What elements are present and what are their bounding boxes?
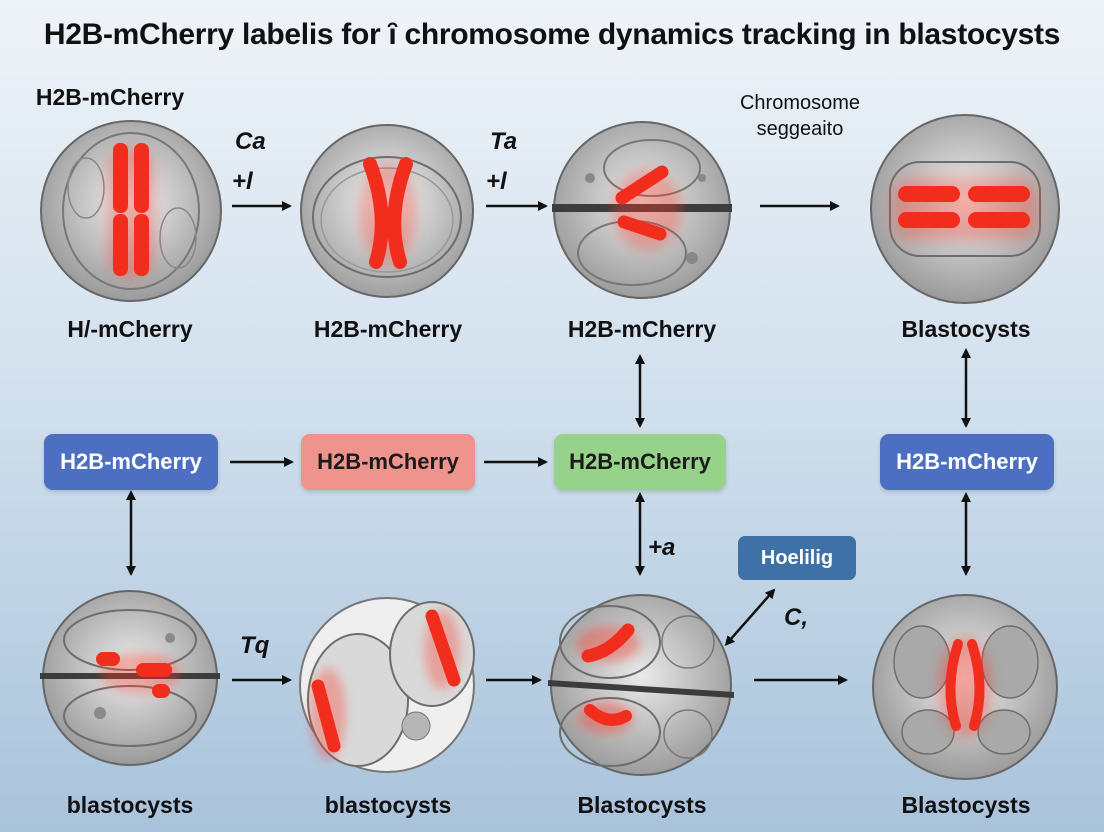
chromosome-note: Chromosome seggeaito — [700, 90, 900, 142]
arrow-tag-ta-sub: +l — [486, 168, 507, 195]
embryo-image-r1c1 — [40, 120, 222, 302]
chromosome-note-line-1: Chromosome — [739, 92, 861, 114]
row1-label-2: H2B-mCherry — [313, 316, 463, 342]
arrow-tag-ta: Ta — [490, 128, 518, 155]
embryo-image-r3c2 — [299, 597, 475, 773]
arrow-tag-ca: Ca — [235, 128, 266, 155]
row1-label-4: Blastocysts — [901, 316, 1031, 342]
row3-label-4: Blastocysts — [901, 792, 1031, 818]
row3-label-1: blastocysts — [66, 792, 194, 818]
embryo-image-r1c3 — [552, 121, 732, 299]
row1-label-3: H2B-mCherry — [567, 316, 717, 342]
embryo-image-r3c4 — [872, 594, 1058, 780]
arrow-tag-tq: Tq — [240, 632, 270, 659]
embryo-image-r1c4 — [870, 114, 1060, 304]
arrow-tag-plus-a: +a — [648, 534, 676, 561]
diagram-title: H2B-mCherry labelis for ȋ chromosome dyn… — [43, 18, 1061, 51]
chromosome-note-line-2: seggeaito — [756, 118, 844, 140]
box-h2b-red: H2B-mCherry — [301, 434, 475, 490]
embryo-image-r1c2 — [300, 124, 474, 298]
embryo-image-r3c1 — [40, 590, 220, 766]
box-h2b-blue-left: H2B-mCherry — [44, 434, 218, 490]
hoelilig-box: Hoelilig — [738, 536, 856, 580]
embryo-image-r3c3 — [548, 594, 734, 776]
row1-label-1: H/-mCherry — [67, 316, 193, 342]
row3-label-2: blastocysts — [324, 792, 452, 818]
box-h2b-green: H2B-mCherry — [554, 434, 726, 490]
arrow-tag-c: C, — [784, 604, 808, 631]
arrow-tag-ca-sub: +l — [232, 168, 253, 195]
top-left-heading: H2B-mCherry — [35, 84, 185, 110]
box-h2b-blue-right: H2B-mCherry — [880, 434, 1054, 490]
arrow-diag-hoelilig — [724, 588, 776, 647]
row3-label-3: Blastocysts — [577, 792, 707, 818]
